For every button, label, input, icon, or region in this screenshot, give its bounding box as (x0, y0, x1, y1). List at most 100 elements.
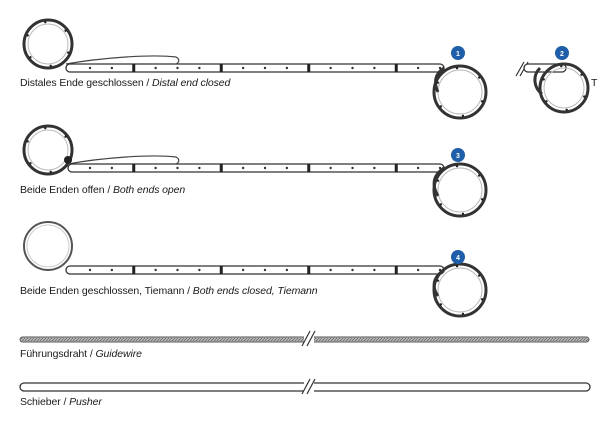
shaft-side-hole (154, 268, 157, 272)
shaft-side-hole (88, 268, 92, 272)
shaft-side-hole (241, 166, 245, 170)
stent-1-badge-number: 1 (456, 51, 460, 58)
shaft-side-hole (198, 268, 201, 272)
stent-4-distal-transition (432, 268, 445, 297)
shaft-side-hole (329, 166, 332, 170)
coil-side-hole (29, 162, 32, 165)
stent-4-drawing: 4 (23, 221, 488, 318)
shaft-marker-band (307, 266, 311, 274)
stent-4-label-de: Beide Enden geschlossen, Tiemann (20, 285, 185, 297)
stent-4-distal-coil-inner (437, 267, 483, 313)
coil-side-hole (477, 174, 481, 177)
stent-1-label: Distales Ende geschlossen / Distal end c… (20, 77, 230, 89)
pusher-break-mark-b (306, 378, 316, 395)
stent-3-label-sep: / (104, 184, 113, 196)
detail-2-coil (538, 62, 590, 114)
shaft-side-hole (198, 66, 201, 70)
stent-1-label-en: Distal end closed (152, 77, 231, 89)
detail-2-edge-text: T (591, 77, 598, 89)
shaft-side-hole (154, 166, 157, 170)
shaft-side-hole (351, 66, 354, 70)
coil-side-hole (461, 312, 465, 316)
coil-side-hole (436, 179, 440, 182)
coil-side-hole (44, 20, 47, 24)
stent-4-proximal-coil-inner (26, 224, 70, 268)
shaft-side-hole (198, 166, 201, 170)
guidewire-label: Führungsdraht / Guidewire (20, 348, 142, 360)
shaft-side-hole (176, 166, 179, 170)
shaft-side-hole (176, 66, 179, 70)
shaft-side-hole (416, 268, 420, 272)
shaft-side-hole (110, 268, 114, 272)
shaft-marker-band (394, 64, 398, 72)
coil-side-hole (583, 95, 586, 98)
shaft-marker-band (132, 164, 136, 172)
stent-1-label-sep: / (143, 77, 153, 89)
shaft-marker-band (394, 164, 398, 172)
guidewire-drawing (19, 330, 590, 348)
stent-3-label-de: Beide Enden offen (20, 184, 105, 196)
shaft-side-hole (285, 166, 289, 170)
guidewire-break-mark-a (301, 330, 311, 347)
shaft-marker-band (219, 266, 223, 274)
coil-side-hole (542, 78, 545, 81)
shaft-side-hole (88, 166, 92, 170)
coil-side-hole (26, 34, 29, 37)
stent-4-label-sep: / (184, 285, 193, 297)
coil-side-hole (455, 66, 459, 70)
stent-1-label-de: Distales Ende geschlossen (20, 77, 144, 89)
coil-side-hole (44, 126, 47, 130)
pusher-drawing (19, 378, 591, 396)
stent-1-drawing: 1 (22, 18, 488, 120)
pusher-break-gap (304, 378, 314, 396)
pusher-break-mark-a (301, 378, 311, 395)
coil-side-hole (480, 100, 484, 103)
coil-side-hole (565, 108, 568, 112)
shaft-side-hole (285, 66, 289, 70)
shaft-side-hole (438, 166, 442, 170)
coil-side-hole (461, 114, 465, 118)
shaft-marker-band (219, 64, 223, 72)
stent-3-badge (451, 148, 465, 162)
shaft-side-hole (351, 268, 354, 272)
stent-4-shaft (65, 265, 445, 275)
pusher-label-sep: / (60, 396, 70, 408)
stent-3-proximal-tip (64, 156, 72, 164)
guidewire-break-mark-b (306, 330, 316, 347)
coil-side-hole (436, 279, 440, 282)
shaft-marker-band (394, 266, 398, 274)
shaft-side-hole (241, 268, 245, 272)
shaft-side-hole (154, 66, 157, 70)
shaft-side-hole (438, 66, 442, 70)
stent-1-proximal-coil (22, 18, 74, 70)
shaft-side-hole (438, 268, 442, 272)
coil-side-hole (26, 140, 29, 143)
pusher-label-de: Schieber (20, 396, 61, 408)
shaft-markings (26, 20, 586, 316)
detail-2-drawing: 2 (515, 46, 590, 114)
coil-side-hole (64, 135, 67, 138)
coil-side-hole (480, 298, 484, 301)
detail-2-transition (533, 66, 543, 96)
stent-4-label: Beide Enden geschlossen, Tiemann / Both … (20, 285, 318, 297)
shaft-side-hole (373, 166, 376, 170)
coil-side-hole (461, 212, 465, 216)
stent-3-distal-transition (432, 166, 445, 197)
shaft-side-hole (329, 66, 332, 70)
stent-3-shaft (67, 163, 445, 173)
coil-side-hole (49, 170, 52, 174)
stent-1-distal-coil (432, 64, 488, 120)
stent-3-drawing: 3 (22, 124, 488, 218)
coil-side-hole (29, 56, 32, 59)
stent-4-label-en: Both ends closed, Tiemann (192, 285, 318, 297)
stent-3-label-en: Both ends open (112, 184, 186, 196)
stent-3-distal-coil (432, 162, 488, 218)
shaft-marker-band (219, 164, 223, 172)
shaft-side-hole (176, 268, 179, 272)
detail-2-badge (555, 46, 569, 60)
shaft-side-hole (416, 166, 420, 170)
shaft-side-hole (263, 268, 267, 272)
stent-3-distal-coil-inner (437, 167, 483, 213)
detail-2-break-mark-a (515, 61, 525, 77)
